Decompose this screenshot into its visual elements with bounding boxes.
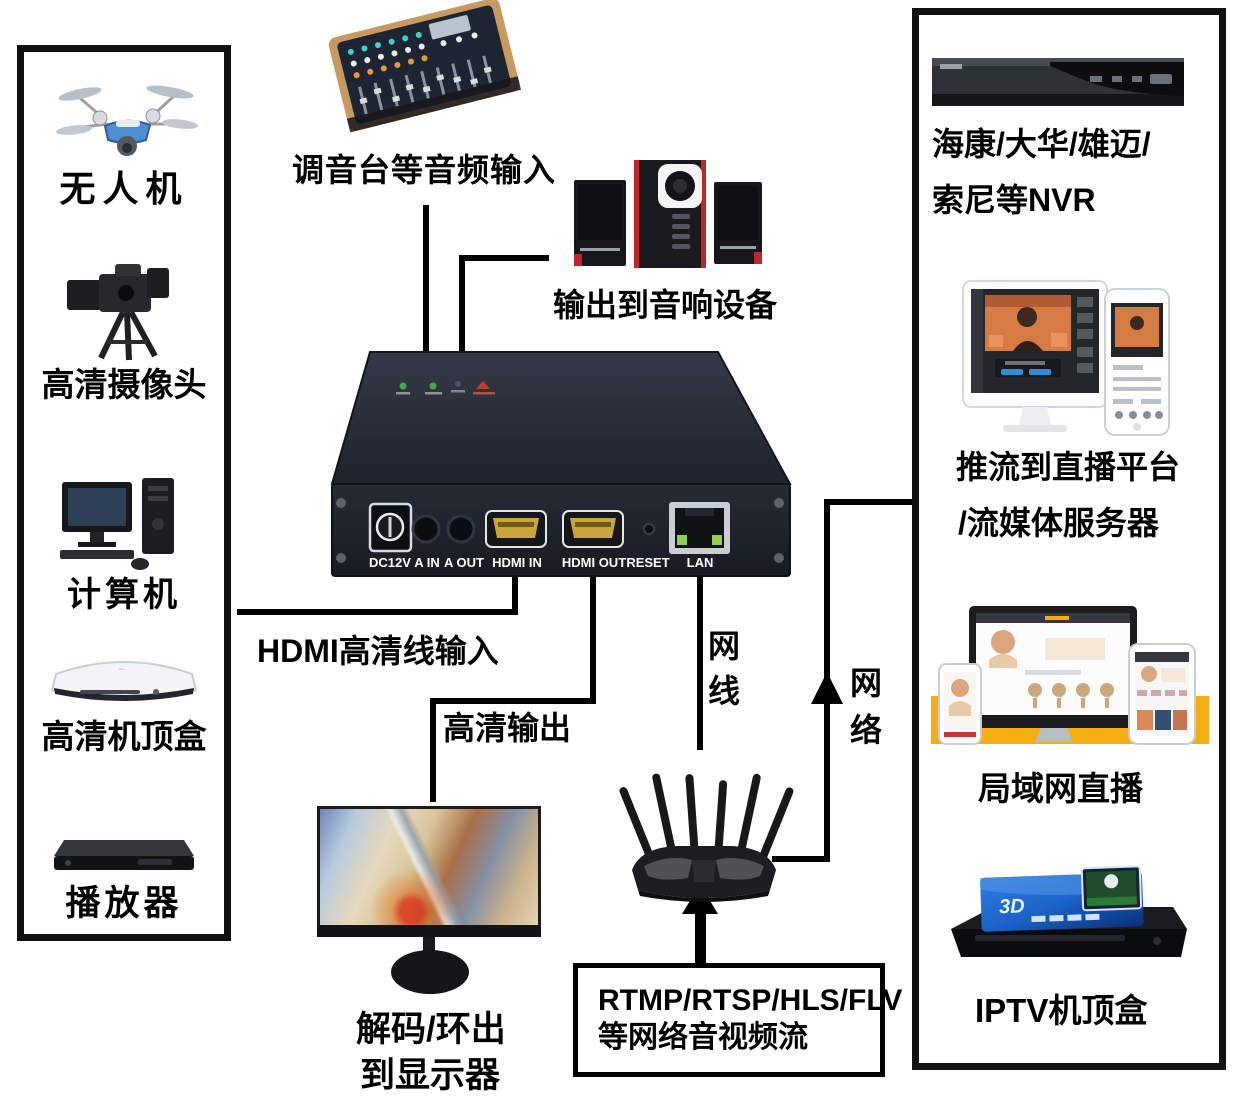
- speaker-label: 输出到音响设备: [553, 287, 778, 323]
- decode-label-line2: 到显示器: [360, 1056, 501, 1095]
- hdmi-in-label: HDMI高清线输入: [257, 633, 499, 669]
- network-line-h1: [772, 856, 830, 862]
- hdmi-in-line-v: [512, 576, 518, 615]
- audio-mixer-icon: [328, 0, 522, 133]
- port-label-reset: RESET: [626, 555, 669, 570]
- stream-desc: 等网络音视频流: [598, 1021, 808, 1054]
- encoder-device: DC12V A IN A OUT HDMI IN HDMI OUT RESET …: [330, 351, 792, 577]
- port-label-aout: A OUT: [444, 555, 484, 570]
- network-label: 网 络: [850, 665, 883, 748]
- stream-protocols: RTMP/RTSP/HLS/FLV: [598, 984, 903, 1017]
- lan-live-icon: [931, 606, 1209, 745]
- source-label-player: 播放器: [65, 884, 183, 923]
- port-label-hdmi-out: HDMI OUT: [562, 555, 626, 570]
- audio-in-port: [411, 514, 441, 544]
- network-line-h2: [824, 499, 912, 505]
- monitor-screen-artwork: [317, 806, 541, 928]
- live-platform-icon: [962, 280, 1170, 436]
- iptv-label: IPTV机顶盒: [975, 992, 1148, 1029]
- monitor-stand-base: [391, 950, 469, 994]
- speakers-icon: [574, 160, 762, 268]
- source-label-camera: 高清摄像头: [41, 366, 207, 403]
- mixer-label: 调音台等音频输入: [292, 152, 557, 188]
- port-label-hdmi-in: HDMI IN: [492, 555, 542, 570]
- iptv-box-icon: 3D: [951, 865, 1187, 957]
- settop-box-icon: ∼: [50, 661, 198, 701]
- hdmi-out-port: [562, 510, 624, 548]
- nvr-label-line1: 海康/大华/雄迈/: [932, 126, 1151, 162]
- media-player-icon: [54, 840, 194, 870]
- network-arrow-up-icon: [811, 672, 843, 704]
- push-label-line2: /流媒体服务器: [958, 505, 1159, 541]
- port-label-dc: DC12V: [369, 555, 411, 570]
- hd-out-line-v1: [590, 576, 596, 704]
- router-icon: [619, 773, 794, 902]
- hd-out-line-h: [430, 698, 596, 704]
- hdmi-in-line-h: [237, 609, 518, 615]
- net-cable-label: 网 线: [708, 628, 741, 709]
- reset-hole: [643, 523, 655, 535]
- stream-arrow-shaft: [695, 912, 706, 963]
- hd-out-line-v2: [430, 698, 436, 802]
- stream-protocol-box: RTMP/RTSP/HLS/FLV 等网络音视频流: [573, 963, 903, 1077]
- source-label-drone: 无人机: [59, 168, 189, 209]
- audio-out-port: [446, 514, 476, 544]
- nvr-icon: [932, 58, 1184, 106]
- port-label-lan: LAN: [687, 555, 714, 570]
- source-label-settop: 高清机顶盒: [41, 718, 207, 755]
- push-label-line1: 推流到直播平台: [956, 449, 1181, 485]
- decode-label-line1: 解码/环出: [356, 1010, 506, 1049]
- drone-icon: [56, 85, 198, 156]
- monitor-bottom-bezel: [317, 925, 541, 937]
- svg-text:∼: ∼: [118, 664, 126, 674]
- computer-icon: [60, 478, 174, 570]
- hd-out-label: 高清输出: [443, 710, 572, 746]
- source-label-computer: 计算机: [67, 576, 181, 614]
- camcorder-icon: [67, 264, 169, 361]
- lan-line: [697, 576, 703, 750]
- hdmi-in-port: [485, 510, 547, 548]
- lan-live-label: 局域网直播: [978, 770, 1143, 807]
- lan-port: [669, 502, 730, 554]
- port-label-ain: A IN: [414, 555, 440, 570]
- status-leds: [396, 381, 495, 395]
- iptv-logo-text: 3D: [999, 895, 1025, 918]
- nvr-label-line2: 索尼等NVR: [932, 182, 1096, 218]
- aout-to-speaker-line-h: [459, 255, 549, 261]
- monitor-stand-pole: [423, 937, 435, 953]
- dc-power-port: [368, 502, 413, 553]
